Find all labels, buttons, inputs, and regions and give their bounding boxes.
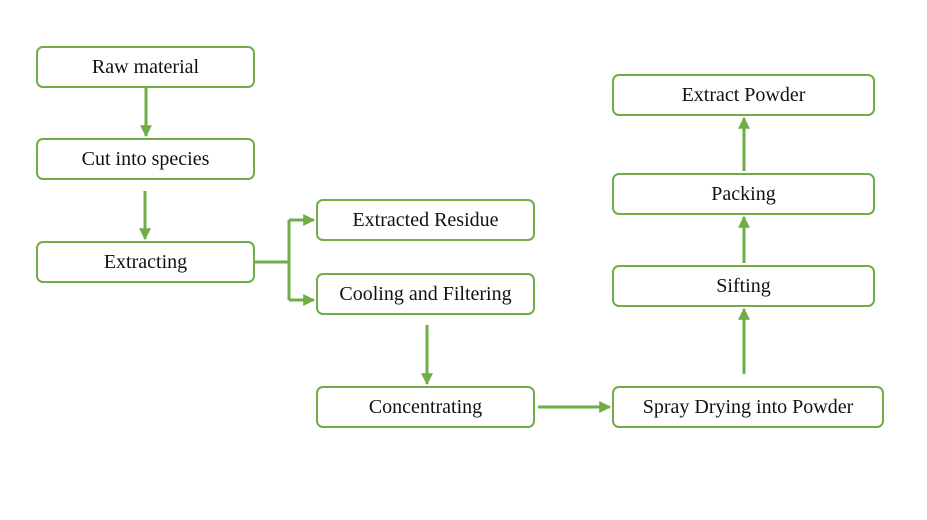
node-cooling-and-filtering: Cooling and Filtering [316, 273, 535, 315]
node-label: Spray Drying into Powder [642, 395, 854, 418]
node-sifting: Sifting [612, 265, 875, 307]
node-label: Cut into species [81, 147, 210, 170]
node-spray-drying: Spray Drying into Powder [612, 386, 884, 428]
node-label: Packing [711, 182, 776, 205]
node-concentrating: Concentrating [316, 386, 535, 428]
node-label: Raw material [91, 55, 200, 78]
node-label: Extracted Residue [352, 208, 499, 231]
node-raw-material: Raw material [36, 46, 255, 88]
node-label: Extract Powder [681, 83, 806, 106]
node-label: Concentrating [368, 395, 483, 418]
node-extracting: Extracting [36, 241, 255, 283]
node-extracted-residue: Extracted Residue [316, 199, 535, 241]
node-label: Sifting [716, 274, 771, 297]
node-cut-into-species: Cut into species [36, 138, 255, 180]
node-label: Cooling and Filtering [339, 282, 512, 305]
node-extract-powder: Extract Powder [612, 74, 875, 116]
node-label: Extracting [103, 250, 188, 273]
node-packing: Packing [612, 173, 875, 215]
